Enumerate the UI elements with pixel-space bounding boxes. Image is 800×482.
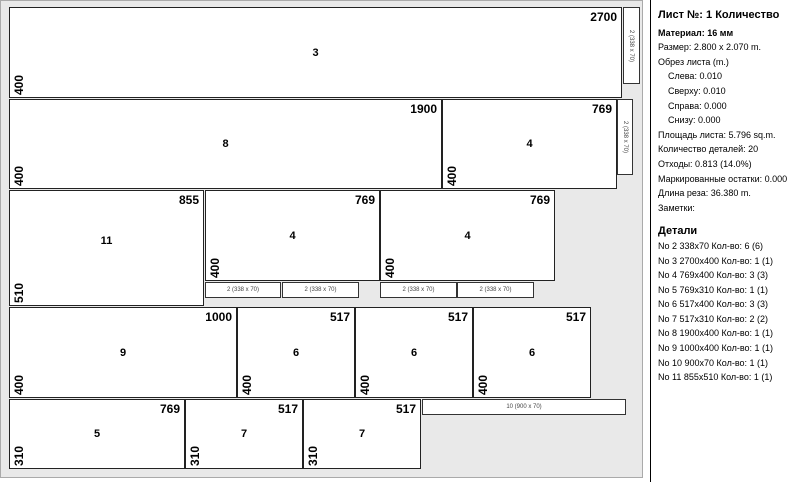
part-width: 1000 (205, 310, 232, 324)
part-number: 8 (222, 138, 229, 150)
strip-label: 2 (338 x 70) (622, 120, 628, 154)
strip-2[interactable]: 2 (338 x 70) (623, 7, 640, 84)
part-number: 4 (289, 229, 296, 242)
cut-length: Длина реза: 36.380 m. (658, 188, 751, 199)
part-6[interactable]: 6 517 400 (237, 307, 355, 398)
notes: Заметки: (658, 202, 695, 213)
strip-2[interactable]: 2 (338 x 70) (457, 282, 534, 298)
part-height: 400 (12, 374, 26, 395)
part-height: 400 (208, 257, 222, 278)
sheet-area-value: Площадь листа: 5.796 sq.m. (658, 129, 776, 140)
part-6[interactable]: 6 517 400 (473, 307, 591, 398)
part-8[interactable]: 8 1900 400 (9, 99, 442, 189)
detail-item: No 5 769x310 Кол-во: 1 (1) (658, 284, 769, 295)
part-width: 517 (277, 402, 298, 416)
detail-item: No 10 900x70 Кол-во: 1 (1) (658, 357, 769, 368)
part-width: 517 (395, 402, 416, 416)
part-height: 400 (12, 165, 26, 186)
strip-2[interactable]: 2 (338 x 70) (380, 282, 457, 298)
part-number: 11 (100, 235, 113, 247)
part-11[interactable]: 11 855 510 (9, 190, 204, 306)
waste: Отходы: 0.813 (14.0%) (658, 158, 752, 169)
part-number: 3 (312, 46, 319, 59)
part-height: 310 (12, 445, 26, 466)
part-width: 517 (329, 310, 350, 324)
part-height: 400 (240, 374, 254, 395)
detail-item: No 6 517x400 Кол-во: 3 (3) (658, 299, 769, 310)
part-number: 7 (358, 428, 366, 440)
part-number: 4 (526, 138, 533, 150)
part-height: 400 (358, 374, 372, 395)
part-count: Количество деталей: 20 (658, 144, 759, 155)
strip-2[interactable]: 2 (338 x 70) (282, 282, 359, 298)
part-width: 769 (159, 402, 180, 416)
part-width: 2700 (590, 10, 617, 24)
part-height: 400 (12, 74, 26, 95)
strip-label: 2 (338 x 70) (402, 287, 435, 293)
part-height: 400 (445, 165, 459, 186)
strip-10[interactable]: 10 (900 x 70) (422, 399, 626, 415)
part-9[interactable]: 9 1000 400 (9, 307, 237, 398)
panel-divider (650, 0, 651, 482)
part-5[interactable]: 5 769 310 (9, 399, 185, 469)
part-7[interactable]: 7 517 310 (303, 399, 421, 469)
part-number: 9 (119, 346, 127, 359)
part-4[interactable]: 4 769 400 (205, 190, 380, 281)
part-height: 400 (383, 257, 397, 278)
sheet-size: Размер: 2.800 x 2.070 m. (658, 42, 761, 53)
part-height: 400 (476, 374, 490, 395)
detail-item: No 4 769x400 Кол-во: 3 (3) (658, 270, 769, 281)
part-height: 510 (12, 282, 26, 303)
cutting-sheet: 3 2700 400 2 (338 x 70) 8 1900 400 4 769… (0, 0, 643, 478)
marked-remnants: Маркированные остатки: 0.000 (658, 173, 788, 184)
trim-right: Справа: 0.000 (668, 100, 727, 111)
material: Материал: 16 мм (658, 27, 734, 38)
part-number: 6 (410, 346, 418, 359)
strip-label: 2 (338 x 70) (628, 29, 635, 62)
strip-label: 2 (338 x 70) (479, 287, 512, 293)
part-height: 310 (306, 445, 320, 466)
part-width: 769 (529, 193, 550, 207)
strip-label: 2 (338 x 70) (226, 287, 260, 293)
part-number: 4 (464, 229, 471, 242)
part-6[interactable]: 6 517 400 (355, 307, 473, 398)
part-width: 769 (591, 102, 612, 116)
trim-bottom: Снизу: 0.000 (668, 115, 721, 126)
part-7[interactable]: 7 517 310 (185, 399, 303, 469)
trim-header: Обрез листа (m.) (658, 56, 729, 67)
part-width: 855 (178, 193, 199, 207)
part-number: 6 (528, 346, 536, 359)
part-4[interactable]: 4 769 400 (442, 99, 617, 189)
detail-item: No 9 1000x400 Кол-во: 1 (1) (658, 343, 774, 354)
part-height: 310 (188, 445, 202, 466)
part-number: 7 (240, 428, 248, 440)
sheet-title: Лист №: 1 Количество (658, 9, 780, 21)
part-3[interactable]: 3 2700 400 (9, 7, 622, 98)
part-width: 769 (354, 193, 375, 207)
strip-label: 10 (900 x 70) (506, 404, 542, 410)
strip-label: 2 (338 x 70) (304, 287, 337, 293)
sheet-info-panel: Лист №: 1 Количество Материал: 16 мм Раз… (658, 8, 800, 482)
details-title: Детали (658, 225, 698, 238)
detail-item: No 2 338x70 Кол-во: 6 (6) (658, 240, 764, 251)
strip-2[interactable]: 2 (338 x 70) (205, 282, 281, 298)
part-4[interactable]: 4 769 400 (380, 190, 555, 281)
part-width: 517 (447, 310, 468, 324)
detail-item: No 8 1900x400 Кол-во: 1 (1) (658, 328, 774, 339)
detail-item: No 11 855x510 Кол-во: 1 (1) (658, 372, 773, 383)
part-width: 1900 (410, 102, 437, 116)
part-number: 6 (292, 346, 300, 359)
trim-top: Сверху: 0.010 (668, 85, 726, 96)
detail-item: No 3 2700x400 Кол-во: 1 (1) (658, 255, 774, 266)
detail-item: No 7 517x310 Кол-во: 2 (2) (658, 313, 769, 324)
part-width: 517 (565, 310, 586, 324)
part-number: 5 (93, 428, 101, 440)
strip-2[interactable]: 2 (338 x 70) (617, 99, 633, 175)
trim-left: Слева: 0.010 (668, 71, 722, 82)
